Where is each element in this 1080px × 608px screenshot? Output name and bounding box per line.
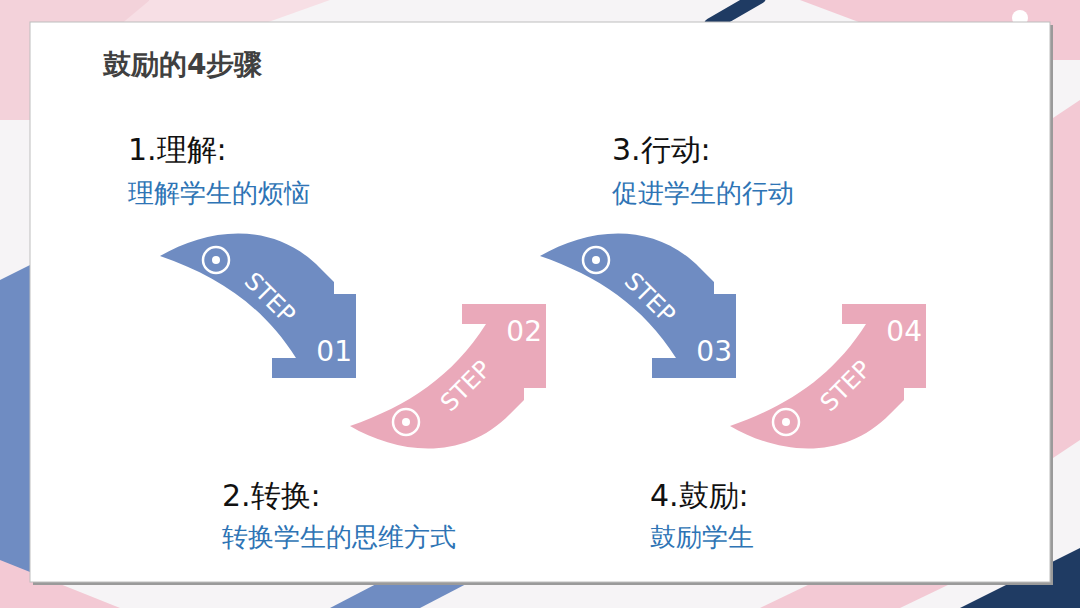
deco-shape [120,0,330,25]
step-icon [583,247,609,273]
arrow-body [160,233,356,378]
deco-shape [330,582,470,608]
step-arrow: STEP04 [728,302,928,456]
step-arrow: STEP01 [158,226,358,380]
step-icon [393,409,419,435]
arrow-body [350,304,546,449]
slide-title: 鼓励的4步骤 [103,46,262,84]
deco-shape [1050,100,1080,460]
step-icon-dot [212,256,220,264]
step-heading: 2.转换: [222,476,321,517]
step-number: 04 [886,318,922,346]
arrow-body [540,233,736,378]
step-icon [773,409,799,435]
step-icon-dot [592,256,600,264]
step-number: 03 [696,338,732,366]
step-icon-dot [402,418,410,426]
step-icon [203,247,229,273]
step-arrow: STEP03 [538,226,738,380]
step-heading: 1.理解: [128,130,227,171]
step-description: 理解学生的烦恼 [128,176,310,211]
step-description: 转换学生的思维方式 [222,520,456,555]
step-heading: 3.行动: [612,130,711,171]
step-description: 鼓励学生 [650,520,754,555]
content-card [30,22,1050,582]
step-number: 02 [506,318,542,346]
step-number: 01 [316,338,352,366]
step-description: 促进学生的行动 [612,176,794,211]
arrow-body [730,304,926,449]
step-icon-dot [782,418,790,426]
step-heading: 4.鼓励: [650,476,749,517]
step-arrow: STEP02 [348,302,548,456]
